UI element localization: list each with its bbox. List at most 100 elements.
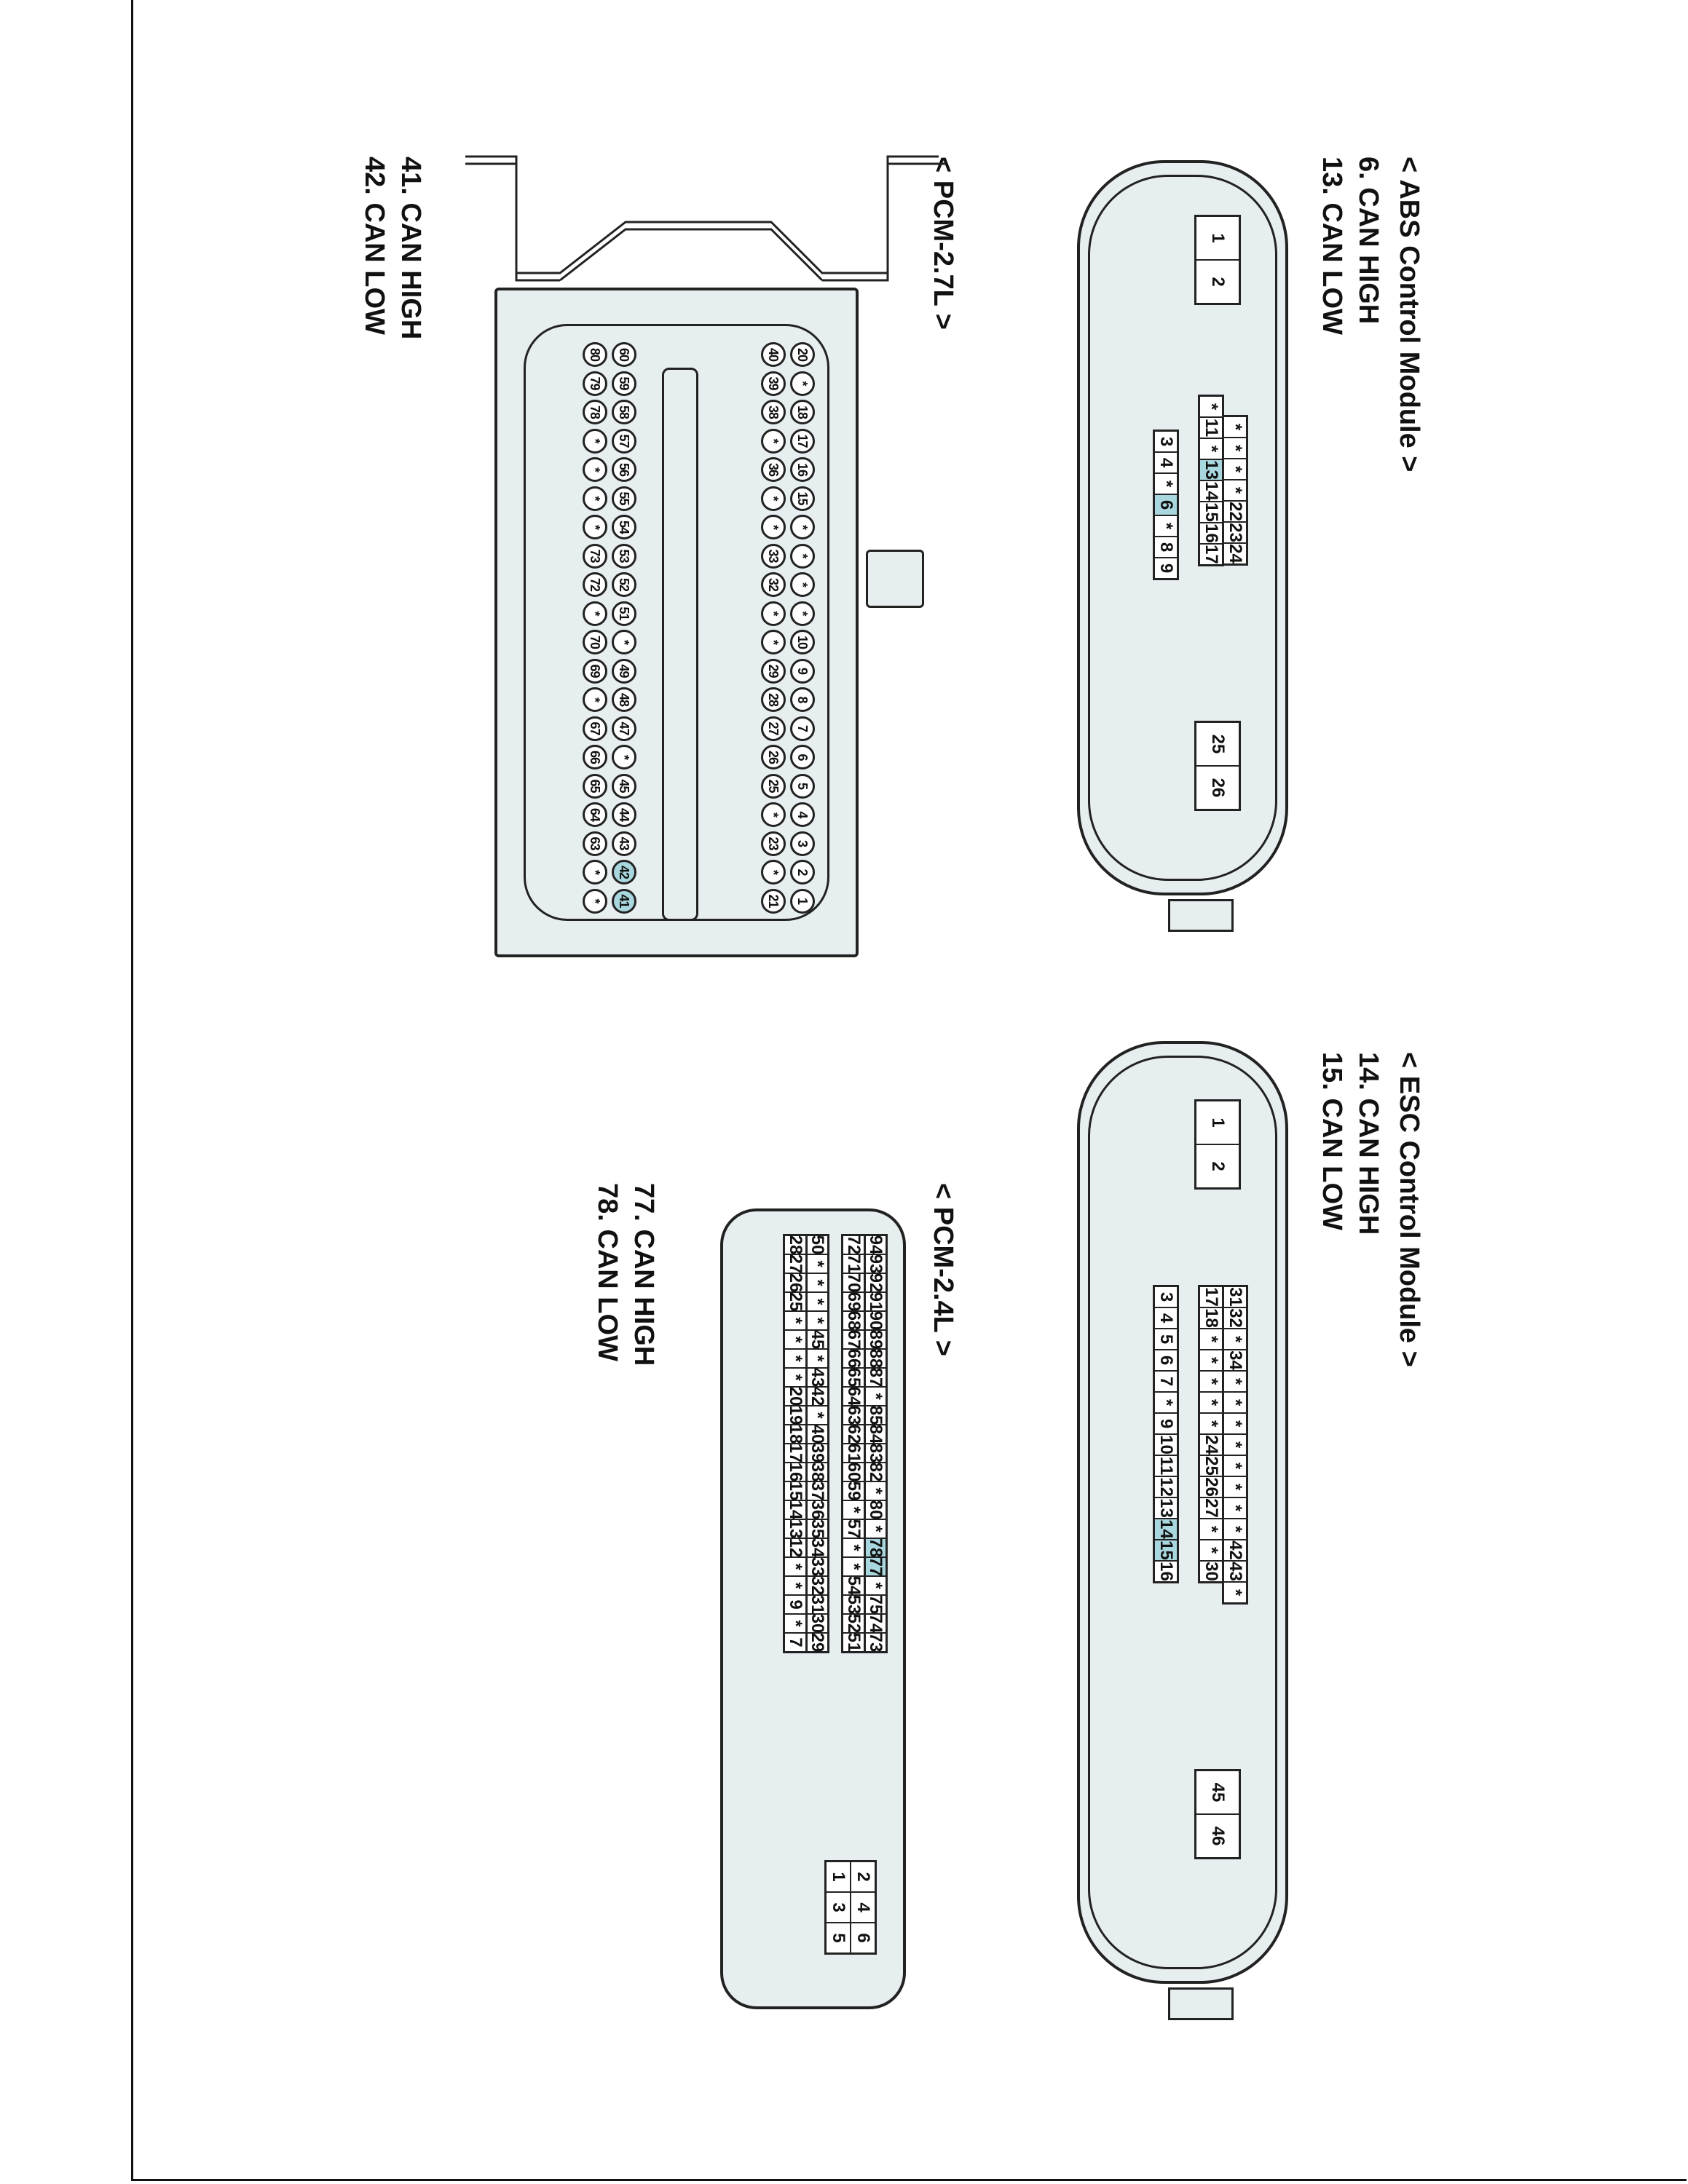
esc-connector-inner <box>1088 1056 1277 1969</box>
pin-cell: 91 <box>865 1291 886 1312</box>
pin-cell: 77 <box>865 1556 886 1577</box>
pin-cell: 26 <box>785 1273 805 1293</box>
pcm27-pin: * <box>761 486 786 511</box>
pcm27-bolt <box>866 550 924 608</box>
pin-cell: 31 <box>1224 1287 1246 1307</box>
pin-cell: 19 <box>785 1405 805 1425</box>
esc-note-can-high: 14. CAN HIGH <box>1353 1052 1384 1235</box>
pcm27-pin: 41 <box>612 888 636 914</box>
pin-cell: 1 <box>1196 1101 1239 1144</box>
pin-cell: 2 <box>1196 1145 1239 1187</box>
pin-cell: * <box>807 1312 827 1329</box>
pin-cell: 66 <box>843 1348 864 1369</box>
pin-cell: 71 <box>843 1254 864 1274</box>
diagram-canvas: < ABS Control Module > 6. CAN HIGH 13. C… <box>291 142 1427 2100</box>
pin-cell: * <box>807 1255 827 1273</box>
pin-cell: 93 <box>865 1254 886 1274</box>
pcm27-pin: 64 <box>583 802 607 827</box>
pcm27-pin: * <box>761 630 786 654</box>
pcm27-pin: 1 <box>790 888 815 914</box>
pin-cell: 29 <box>807 1632 827 1653</box>
page-frame <box>131 0 1687 2181</box>
pcm27-pin: 63 <box>583 831 607 856</box>
pcm27-pin: * <box>790 601 815 626</box>
pin-cell: * <box>807 1274 827 1291</box>
pin-cell: 69 <box>843 1291 864 1312</box>
pin-cell: 16 <box>1155 1562 1177 1581</box>
pcm27-pin: 54 <box>612 515 636 539</box>
pcm27-pin: 32 <box>761 572 786 597</box>
pcm27-pin: 18 <box>790 400 815 424</box>
pin-cell: 57 <box>843 1519 864 1539</box>
pcm27-pin: 56 <box>612 457 636 482</box>
pin-cell: 13 <box>785 1519 805 1539</box>
pin-cell: * <box>865 1520 886 1538</box>
pin-cell: * <box>1224 1498 1246 1518</box>
pin-cell: * <box>1224 1583 1246 1602</box>
pcm27-pin: 2 <box>790 860 815 885</box>
pin-cell: * <box>807 1350 827 1367</box>
pcm27-pin: * <box>761 428 786 454</box>
pin-cell: 64 <box>843 1386 864 1406</box>
pcm27-pin: 6 <box>790 745 815 769</box>
pin-cell: 9 <box>785 1596 805 1613</box>
pcm27-pin: 25 <box>761 773 786 799</box>
pcm27-pin: * <box>612 630 636 654</box>
pin-cell: 5 <box>827 1923 850 1952</box>
pcm27-pin: * <box>790 371 815 396</box>
pin-cell: 54 <box>843 1575 864 1596</box>
pin-cell: 68 <box>843 1310 864 1331</box>
pcm27-pin: * <box>583 860 607 885</box>
pin-cell: 39 <box>807 1443 827 1463</box>
pin-cell: * <box>785 1312 805 1329</box>
pcm27-pin: 17 <box>790 428 815 454</box>
pin-cell: 61 <box>843 1443 864 1463</box>
pin-cell: * <box>843 1501 864 1519</box>
pin-cell: 15 <box>785 1481 805 1501</box>
pin-cell: 43 <box>807 1367 827 1388</box>
pin-cell: 90 <box>865 1310 886 1331</box>
pcm27-pin: 70 <box>583 630 607 654</box>
pin-cell: 25 <box>1200 1456 1222 1476</box>
pcm27-pin: * <box>583 888 607 914</box>
pin-cell: 60 <box>843 1462 864 1482</box>
pin-cell: 31 <box>807 1594 827 1615</box>
pin-cell: 37 <box>807 1481 827 1501</box>
pin-cell: 88 <box>865 1348 886 1369</box>
pcm27-clip-wire <box>465 155 946 282</box>
pin-cell: 42 <box>1224 1540 1246 1560</box>
pin-cell: 32 <box>1224 1308 1246 1328</box>
pcm27-pin: 10 <box>790 630 815 654</box>
pcm27-pin: * <box>583 601 607 626</box>
pcm27-pin: 23 <box>761 831 786 856</box>
pin-cell: 94 <box>865 1235 886 1255</box>
pin-cell: 75 <box>865 1594 886 1615</box>
pcm27-pin: 38 <box>761 400 786 424</box>
pcm27-note-can-low: 42. CAN LOW <box>359 157 390 335</box>
pcm27-pin: 60 <box>612 342 636 367</box>
pin-cell: 43 <box>1224 1562 1246 1581</box>
pin-cell: 26 <box>1196 767 1239 809</box>
pin-cell: 27 <box>1200 1498 1222 1518</box>
pin-cell: 89 <box>865 1329 886 1350</box>
pin-cell: 59 <box>843 1481 864 1501</box>
pin-cell: 17 <box>785 1443 805 1463</box>
pin-cell: 28 <box>785 1235 805 1255</box>
pcm27-pin: * <box>790 543 815 569</box>
pin-cell: 14 <box>1155 1519 1177 1539</box>
pin-cell: * <box>1200 1414 1222 1433</box>
pin-cell: 84 <box>865 1424 886 1444</box>
pin-cell: * <box>1224 1372 1246 1391</box>
pin-cell: 65 <box>843 1367 864 1388</box>
pin-cell: * <box>1155 1393 1177 1412</box>
pcm27-pin: 78 <box>583 400 607 424</box>
pcm27-pin: * <box>583 515 607 539</box>
pcm27-pin: 3 <box>790 831 815 856</box>
pcm27-pin: 21 <box>761 888 786 914</box>
pcm27-pin: * <box>790 572 815 597</box>
